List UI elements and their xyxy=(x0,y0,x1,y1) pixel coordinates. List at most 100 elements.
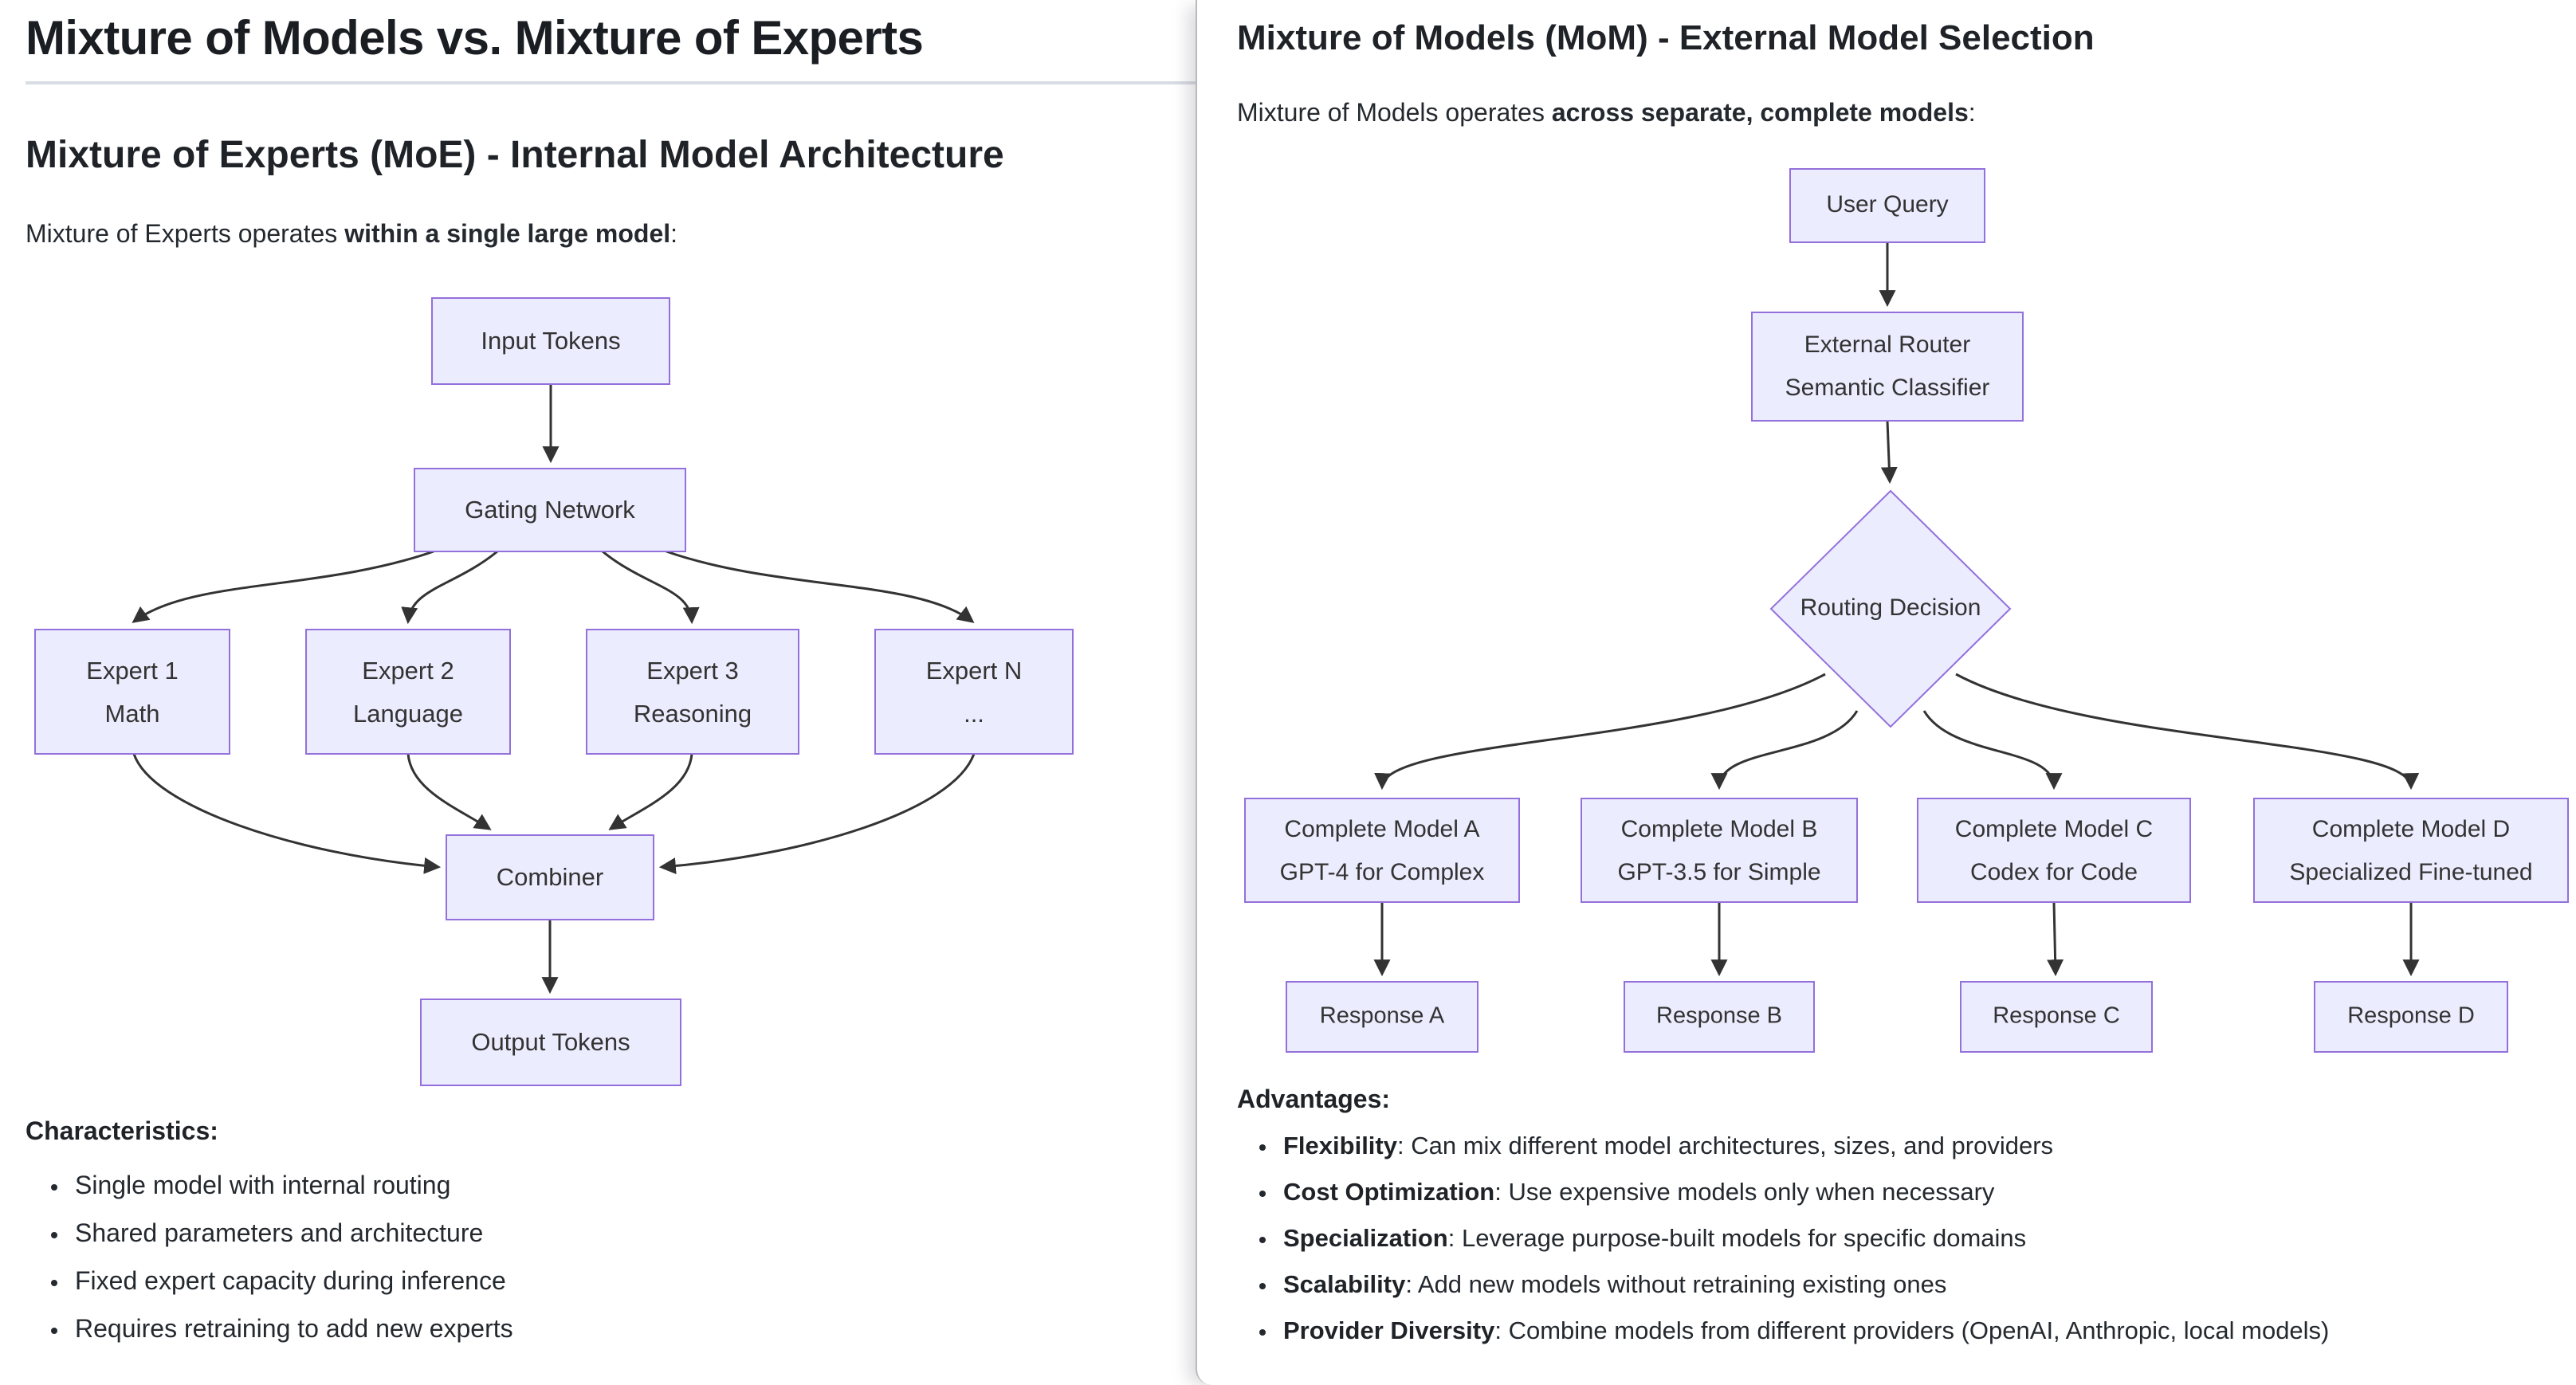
moe-intro-bold: within a single large model xyxy=(344,222,671,249)
advantages-list: Flexibility: Can mix different model arc… xyxy=(1237,1133,2576,1345)
node-expert-3-line2: Reasoning xyxy=(634,700,752,728)
node-expert-2 xyxy=(305,629,511,755)
node-external-router xyxy=(1751,312,2024,422)
edge-expert3-to-combiner xyxy=(608,753,693,830)
node-expert-1-line1: Expert 1 xyxy=(86,657,178,685)
node-response-a xyxy=(1286,981,1478,1053)
edge-decision-to-model-d xyxy=(1955,673,2420,791)
advantage-term: Flexibility xyxy=(1283,1133,1397,1160)
node-model-b-line1: Complete Model B xyxy=(1621,816,1818,842)
node-expert-1 xyxy=(34,629,230,755)
edge-router-to-decision xyxy=(1880,420,1898,485)
edge-gating-to-expertN xyxy=(666,550,975,623)
node-model-d-line1: Complete Model D xyxy=(2312,816,2510,842)
moe-intro-prefix: Mixture of Experts operates xyxy=(26,222,345,249)
characteristics-heading: Characteristics: xyxy=(26,1119,218,1146)
advantage-term: Specialization xyxy=(1283,1226,1448,1253)
mom-section-heading: Mixture of Models (MoM) - External Model… xyxy=(1237,18,2095,57)
node-external-router-line2: Semantic Classifier xyxy=(1785,375,1990,401)
edge-decision-to-model-c xyxy=(1922,710,2063,791)
node-expert-n-line2: ... xyxy=(964,700,984,728)
characteristics-list: Single model with internal routing Share… xyxy=(26,1173,1196,1344)
moe-edges xyxy=(132,384,976,995)
node-output-tokens-label: Output Tokens xyxy=(471,1028,630,1056)
mom-nodes: User Query External Router Semantic Clas… xyxy=(1244,168,2569,1053)
moe-intro-suffix: : xyxy=(670,222,678,249)
node-response-d-label: Response D xyxy=(2347,1003,2475,1029)
mom-intro-bold: across separate, complete models xyxy=(1551,100,1969,128)
node-routing-decision-diamond xyxy=(1769,489,2012,728)
node-expert-1-line2: Math xyxy=(105,700,160,728)
list-item: Specialization: Leverage purpose-built m… xyxy=(1283,1226,2576,1253)
node-complete-model-d xyxy=(2253,798,2569,903)
node-expert-2-line1: Expert 2 xyxy=(362,657,454,685)
edge-expert2-to-combiner xyxy=(406,753,492,830)
node-external-router-line1: External Router xyxy=(1804,332,1970,358)
page-title: Mixture of Models vs. Mixture of Experts xyxy=(26,13,924,65)
node-expert-n-line1: Expert N xyxy=(926,657,1023,685)
advantage-desc: : Can mix different model architectures,… xyxy=(1397,1133,2054,1160)
advantage-term: Cost Optimization xyxy=(1283,1179,1495,1206)
node-response-b-label: Response B xyxy=(1656,1003,1782,1029)
node-response-a-label: Response A xyxy=(1320,1003,1445,1029)
edge-gating-to-expert3 xyxy=(602,550,700,625)
edge-decision-to-model-a xyxy=(1374,673,1826,791)
node-complete-model-a xyxy=(1244,798,1520,903)
moe-flowchart: Input Tokens Gating Network Expert 1 Mat… xyxy=(34,297,1074,1086)
edge-decision-to-model-b xyxy=(1710,710,1859,791)
edge-gating-to-expert2 xyxy=(401,550,498,625)
node-combiner-label: Combiner xyxy=(497,863,603,891)
node-model-a-line1: Complete Model A xyxy=(1284,816,1479,842)
node-model-c-line1: Complete Model C xyxy=(1955,816,2153,842)
mom-intro-prefix: Mixture of Models operates xyxy=(1237,100,1552,128)
node-routing-decision-label: Routing Decision xyxy=(1800,594,1981,621)
node-expert-n xyxy=(874,629,1074,755)
advantage-term: Scalability xyxy=(1283,1272,1406,1299)
list-item: Fixed expert capacity during inference xyxy=(75,1269,1196,1296)
node-model-a-line2: GPT-4 for Complex xyxy=(1280,859,1485,885)
node-output-tokens xyxy=(420,999,681,1086)
node-response-c xyxy=(1960,981,2153,1053)
node-combiner xyxy=(446,834,654,920)
node-user-query-label: User Query xyxy=(1826,191,1948,218)
list-item: Cost Optimization: Use expensive models … xyxy=(1283,1179,2576,1206)
edge-expert1-to-combiner xyxy=(132,753,442,874)
moe-section-heading: Mixture of Experts (MoE) - Internal Mode… xyxy=(26,134,1004,177)
node-expert-3 xyxy=(586,629,799,755)
advantage-term: Provider Diversity xyxy=(1283,1318,1495,1345)
node-gating-network xyxy=(414,468,686,552)
moe-intro-paragraph: Mixture of Experts operates within a sin… xyxy=(26,220,1196,252)
advantage-desc: : Combine models from different provider… xyxy=(1494,1318,2330,1345)
title-divider xyxy=(26,81,1196,84)
mom-edges xyxy=(1373,242,2420,977)
edge-gating-to-expert1 xyxy=(132,550,434,623)
node-response-b xyxy=(1624,981,1815,1053)
mom-flowchart: User Query External Router Semantic Clas… xyxy=(1244,168,2569,1053)
advantage-desc: : Leverage purpose-built models for spec… xyxy=(1447,1226,2027,1253)
list-item: Flexibility: Can mix different model arc… xyxy=(1283,1133,2576,1160)
advantage-desc: : Use expensive models only when necessa… xyxy=(1494,1179,1995,1206)
edge-expertN-to-combiner xyxy=(658,753,976,875)
node-gating-network-label: Gating Network xyxy=(465,496,635,524)
list-item: Provider Diversity: Combine models from … xyxy=(1283,1318,2576,1345)
list-item: Scalability: Add new models without retr… xyxy=(1283,1273,2576,1299)
node-input-tokens xyxy=(431,297,670,385)
list-item: Shared parameters and architecture xyxy=(75,1221,1196,1248)
node-model-d-line2: Specialized Fine-tuned xyxy=(2289,859,2532,885)
node-expert-2-line2: Language xyxy=(353,700,463,728)
node-user-query xyxy=(1789,168,1985,243)
right-panel: Mixture of Models (MoM) - External Model… xyxy=(1196,0,2576,1385)
node-complete-model-b xyxy=(1581,798,1858,903)
mom-intro-paragraph: Mixture of Models operates across separa… xyxy=(1237,99,2576,129)
node-model-b-line2: GPT-3.5 for Simple xyxy=(1617,859,1820,885)
node-response-c-label: Response C xyxy=(1993,1003,2120,1029)
edge-model-c-to-response-c xyxy=(2047,901,2064,977)
advantage-desc: : Add new models without retraining exis… xyxy=(1405,1272,1947,1299)
list-item: Single model with internal routing xyxy=(75,1173,1196,1200)
advantages-heading: Advantages: xyxy=(1237,1087,1391,1114)
node-model-c-line2: Codex for Code xyxy=(1970,859,2138,885)
list-item: Requires retraining to add new experts xyxy=(75,1316,1196,1344)
moe-nodes: Input Tokens Gating Network Expert 1 Mat… xyxy=(34,297,1074,1086)
